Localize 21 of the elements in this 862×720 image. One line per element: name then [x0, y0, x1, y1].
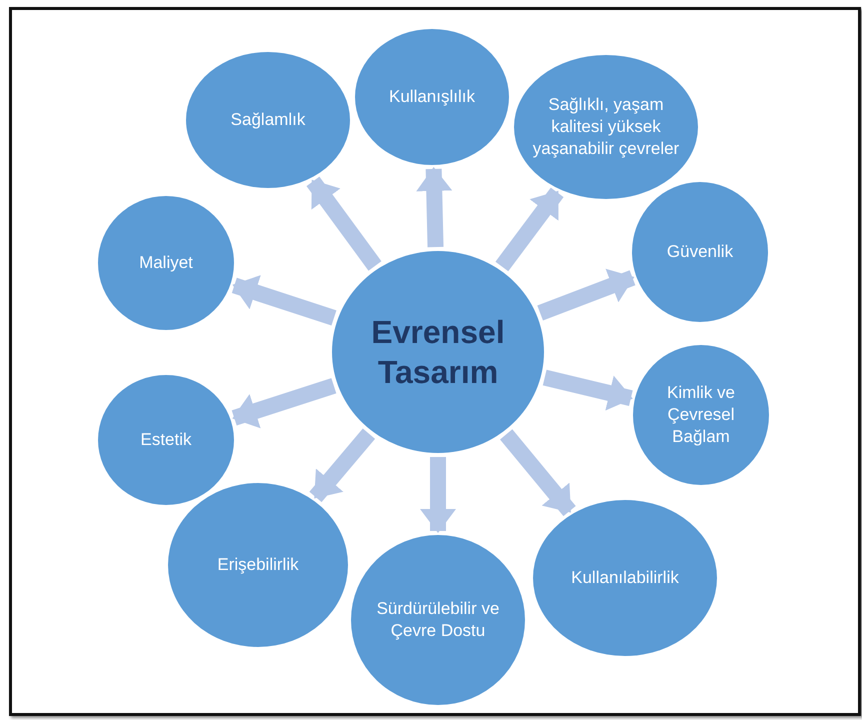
arrow [542, 370, 633, 411]
arrow [495, 188, 564, 272]
node-label: Sağlamlık [230, 108, 306, 131]
node-label: Estetik [140, 428, 192, 451]
node-label: Kullanışlılık [389, 86, 475, 108]
arrow [309, 428, 376, 502]
node-label: Güvenlik [666, 240, 734, 263]
arrow [306, 176, 382, 271]
arrow [232, 378, 336, 428]
node-label: Sağlıklı, yaşam kalitesi yüksek yaşanabilir çevreler [532, 94, 680, 160]
arrow [416, 166, 452, 248]
node-label: Erişebilirlik [217, 554, 299, 576]
arrow [537, 268, 636, 320]
node-label: Kullanılabilirlik [571, 566, 679, 589]
node-label: Evrensel Tasarım [370, 313, 506, 392]
arrow [420, 457, 456, 533]
arrow [500, 429, 576, 516]
arrow [232, 275, 336, 326]
node-label: Kimlik ve Çevresel Bağlam [666, 382, 736, 448]
node-label: Sürdürülebilir ve Çevre Dostu [376, 598, 500, 642]
node-label: Maliyet [139, 252, 193, 274]
